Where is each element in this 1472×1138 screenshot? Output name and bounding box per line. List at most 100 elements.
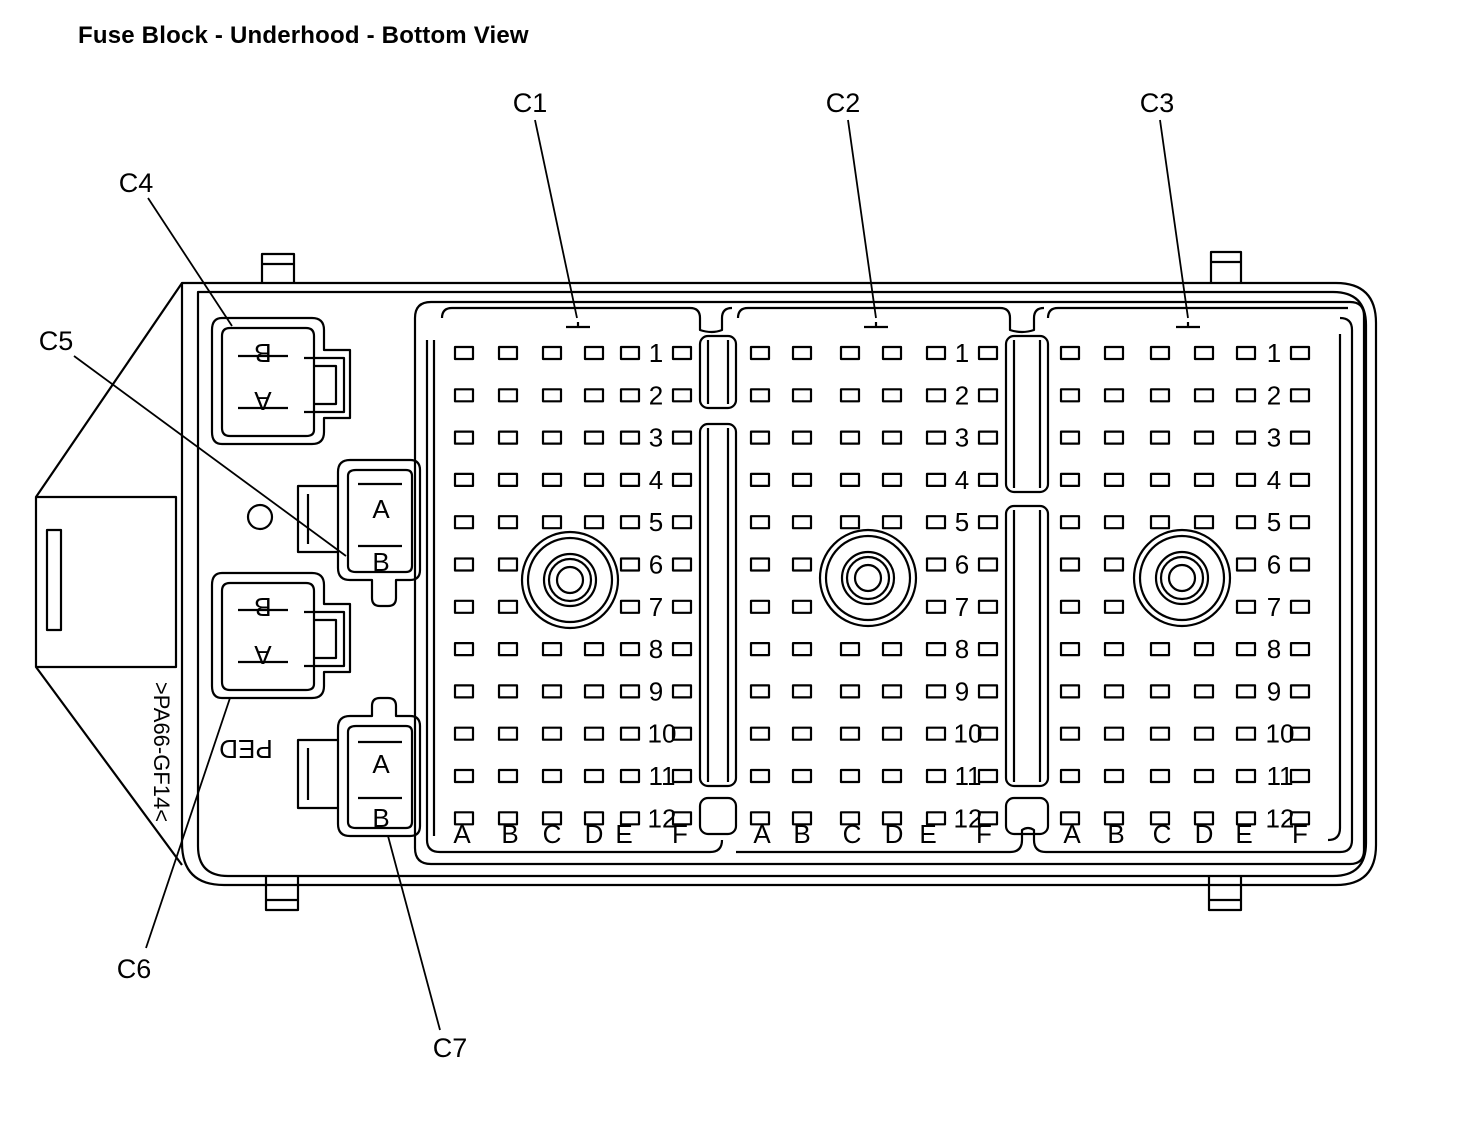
terminal-cavity: [1289, 768, 1311, 784]
row-number-label: 7: [955, 592, 969, 622]
column-letter-label: B: [793, 819, 810, 849]
terminal-cavity: [749, 811, 771, 826]
c4-cavity-a-label: A: [254, 386, 272, 416]
terminal-cavity: [541, 472, 563, 487]
callout-c1: C1: [513, 88, 548, 118]
c5-cavity-b-label: B: [372, 547, 389, 577]
terminal-cavity: [791, 684, 813, 699]
terminal-cavity: [881, 684, 903, 699]
row-number-label: 12: [954, 803, 983, 833]
callout-c7: C7: [433, 1033, 468, 1063]
row-number-label: 3: [955, 423, 969, 453]
terminal-cavity: [1103, 472, 1125, 487]
terminal-cavity: [1193, 515, 1215, 530]
terminal-cavity: [453, 726, 475, 741]
terminal-cavity: [453, 472, 475, 487]
terminal-cavity: [583, 430, 605, 445]
row-number-label: 6: [1267, 550, 1281, 580]
terminal-cavity: [1193, 430, 1215, 445]
terminal-cavity: [977, 684, 999, 699]
terminal-cavity: [541, 811, 563, 826]
terminal-cavity: [453, 811, 475, 826]
column-letter-label: C: [1153, 819, 1172, 849]
terminal-cavity: [1289, 515, 1311, 530]
terminal-cavity: [1059, 684, 1081, 699]
terminal-cavity: [977, 515, 999, 530]
terminal-cavity: [977, 768, 999, 784]
terminal-cavity: [619, 557, 641, 572]
callout-c6: C6: [117, 954, 152, 984]
row-number-label: 1: [649, 338, 663, 368]
row-number-label: 2: [649, 380, 663, 410]
terminal-cavity: [583, 641, 605, 657]
row-number-label: 10: [648, 719, 677, 749]
boss-ring: [555, 565, 585, 595]
terminal-cavity: [1103, 388, 1125, 403]
terminal-cavity: [1059, 557, 1081, 572]
callout-c2: C2: [826, 88, 861, 118]
terminal-cavity: [453, 641, 475, 657]
terminal-cavity: [497, 768, 519, 784]
terminal-cavity: [977, 641, 999, 657]
terminal-cavity: [1235, 430, 1257, 445]
connector-c6: [210, 571, 352, 700]
terminal-cavity: [1235, 388, 1257, 403]
terminal-cavity: [671, 345, 693, 361]
row-number-label: 12: [1266, 803, 1295, 833]
terminal-cavity: [1235, 811, 1257, 826]
terminal-cavity: [839, 430, 861, 445]
terminal-cavity: [619, 641, 641, 657]
terminal-cavity: [1235, 515, 1257, 530]
terminal-cavity: [749, 515, 771, 530]
column-letter-label: E: [919, 819, 936, 849]
column-letter-label: C: [843, 819, 862, 849]
terminal-cavity: [881, 388, 903, 403]
boss-ring: [1154, 550, 1210, 606]
terminal-cavity: [1289, 641, 1311, 657]
row-number-label: 3: [1267, 423, 1281, 453]
terminal-cavity: [1289, 430, 1311, 445]
terminal-cavity: [925, 430, 947, 445]
terminal-cavity: [619, 726, 641, 741]
row-number-label: 2: [955, 380, 969, 410]
c6-cavity-b-label: B: [254, 592, 271, 622]
terminal-cavity: [881, 641, 903, 657]
terminal-cavity: [1059, 345, 1081, 361]
terminal-cavity: [453, 345, 475, 361]
callout-c3: C3: [1140, 88, 1175, 118]
terminal-cavity: [497, 515, 519, 530]
column-letter-label: A: [453, 819, 471, 849]
terminal-cavity: [497, 557, 519, 572]
terminal-cavity: [749, 726, 771, 741]
row-number-label: 10: [954, 719, 983, 749]
terminal-cavity: [497, 472, 519, 487]
terminal-cavity: [1193, 345, 1215, 361]
row-number-label: 9: [955, 676, 969, 706]
terminal-cavity: [1193, 388, 1215, 403]
terminal-cavity: [925, 726, 947, 741]
terminal-cavity: [1193, 472, 1215, 487]
terminal-cavity: [497, 345, 519, 361]
row-number-label: 1: [1267, 338, 1281, 368]
boss-ring: [840, 550, 896, 606]
column-letter-label: F: [1292, 819, 1308, 849]
column-letter-label: F: [672, 819, 688, 849]
terminal-cavity: [1235, 345, 1257, 361]
terminal-cavity: [791, 557, 813, 572]
terminal-cavity: [881, 515, 903, 530]
terminal-cavity: [1289, 599, 1311, 614]
boss-ring: [1138, 534, 1226, 622]
terminal-cavity: [1059, 641, 1081, 657]
terminal-cavity: [791, 768, 813, 784]
terminal-cavity: [671, 515, 693, 530]
terminal-cavity: [1103, 811, 1125, 826]
terminal-cavity: [881, 811, 903, 826]
row-number-label: 6: [955, 550, 969, 580]
row-number-label: 6: [649, 550, 663, 580]
boss-ring: [1167, 563, 1197, 593]
terminal-cavity: [619, 472, 641, 487]
terminal-cavity: [749, 430, 771, 445]
terminal-cavity: [1149, 684, 1171, 699]
terminal-cavity: [977, 726, 999, 741]
